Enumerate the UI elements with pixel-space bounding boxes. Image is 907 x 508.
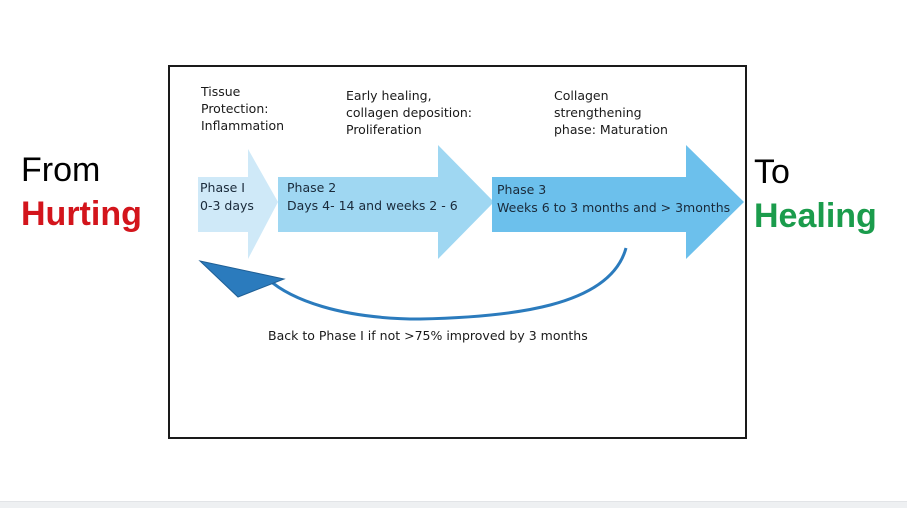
phase-1-duration: 0-3 days: [200, 198, 254, 213]
phase-2-name: Phase 2: [287, 180, 337, 195]
hurting-text: Hurting: [21, 195, 142, 233]
to-healing-label: To Healing: [754, 150, 877, 238]
phase-1-title: Tissue Protection: Inflammation: [201, 84, 285, 133]
loop-back-curve: [266, 247, 628, 321]
phase-3-title: Collagen strengthening phase: Maturation: [554, 88, 668, 137]
loop-back-arrowhead: [198, 260, 286, 298]
phase-1-label: Phase I 0-3 days: [200, 179, 254, 215]
healing-text: Healing: [754, 197, 877, 235]
from-hurting-label: From Hurting: [21, 148, 142, 236]
phase-2-duration: Days 4- 14 and weeks 2 - 6: [287, 198, 458, 213]
loop-back-caption: Back to Phase I if not >75% improved by …: [268, 328, 588, 343]
phase-arrows-graphic: [198, 145, 744, 321]
to-text: To: [754, 153, 790, 191]
phase-3-name: Phase 3: [497, 182, 547, 197]
phase-3-label: Phase 3 Weeks 6 to 3 months and > 3month…: [497, 181, 730, 217]
phase-2-label: Phase 2 Days 4- 14 and weeks 2 - 6: [287, 179, 458, 215]
phase-3-arrow: [492, 145, 744, 259]
from-text: From: [21, 151, 101, 189]
phase-1-name: Phase I: [200, 180, 245, 195]
healing-phases-diagram: Tissue Protection: Inflammation Early he…: [168, 65, 747, 439]
bottom-divider: [0, 501, 907, 508]
phase-2-arrow: [278, 145, 494, 259]
phase-1-arrow: [198, 149, 278, 259]
phase-3-duration: Weeks 6 to 3 months and > 3months: [497, 200, 731, 215]
phase-2-title: Early healing, collagen deposition: Prol…: [346, 88, 472, 137]
